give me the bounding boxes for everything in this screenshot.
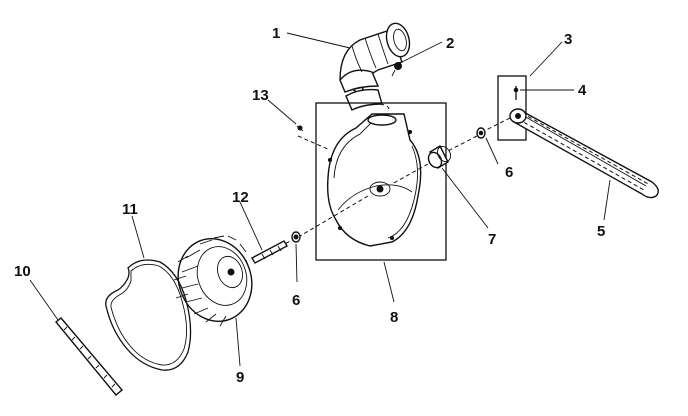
callout-6-right: 6 (505, 164, 513, 181)
leader-lines (29, 32, 611, 367)
callout-7: 7 (488, 231, 496, 248)
part-7-spacer (427, 145, 452, 169)
callout-8: 8 (390, 309, 398, 326)
callout-10: 10 (14, 263, 31, 280)
callout-6-left: 6 (292, 292, 300, 309)
part-4-screw (513, 86, 519, 100)
part-2-screw (391, 62, 402, 77)
part-3-bracket-plate (497, 75, 527, 141)
callout-9: 9 (236, 369, 244, 386)
part-13-screw (296, 125, 331, 151)
callout-5: 5 (597, 223, 605, 240)
part-11-gasket (105, 259, 192, 371)
callout-12: 12 (232, 189, 249, 206)
part-12-shaft (251, 240, 288, 264)
part-9-impeller (173, 235, 253, 327)
part-10-hose (55, 317, 123, 396)
callout-4: 4 (578, 82, 587, 99)
callout-3: 3 (564, 31, 572, 48)
callout-1: 1 (272, 25, 280, 42)
part-6-washer-right (476, 127, 486, 139)
part-8-housing-box (315, 102, 447, 261)
callout-labels: 1 2 3 4 5 6 6 7 8 9 10 11 12 13 (14, 25, 605, 386)
chute-assembly-line (379, 103, 390, 113)
part-8-blower-housing (326, 113, 422, 247)
shaft-axis-line (257, 117, 511, 259)
callout-2: 2 (446, 35, 454, 52)
callout-11: 11 (122, 201, 138, 218)
callout-13: 13 (252, 87, 269, 104)
part-1-elbow-chute (339, 22, 411, 111)
part-6-washer-left (291, 231, 301, 243)
part-5-drive-belt (509, 108, 659, 199)
